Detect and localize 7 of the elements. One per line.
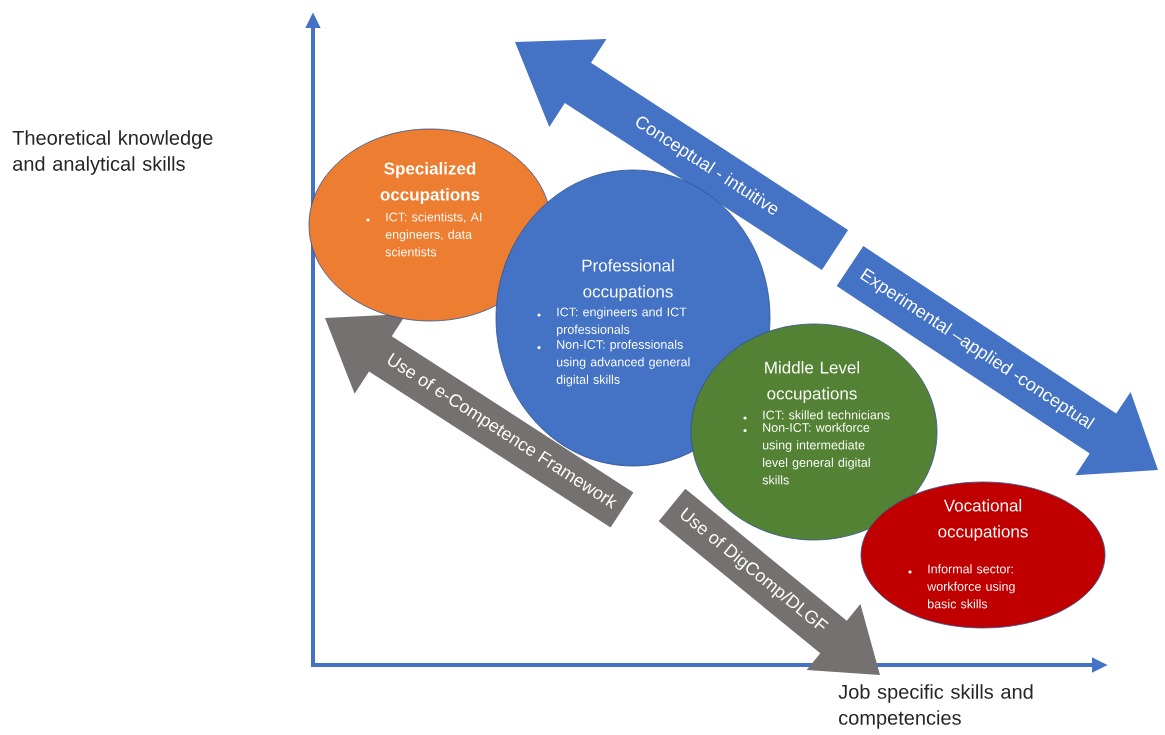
bullet-text: Informal sector: workforce using basic skills [927, 564, 1015, 609]
heading-text: Specialized occupations [380, 162, 480, 204]
heading-text: Vocational occupations [938, 499, 1028, 541]
occupation-ellipse [860, 481, 1106, 629]
axis-label: Job specific skills and competencies [838, 684, 1033, 729]
bullet-text: ICT: scientists, AI engineers, data scientists [385, 212, 482, 257]
axis-label: Theoretical knowledge and analytical skills [12, 130, 213, 175]
